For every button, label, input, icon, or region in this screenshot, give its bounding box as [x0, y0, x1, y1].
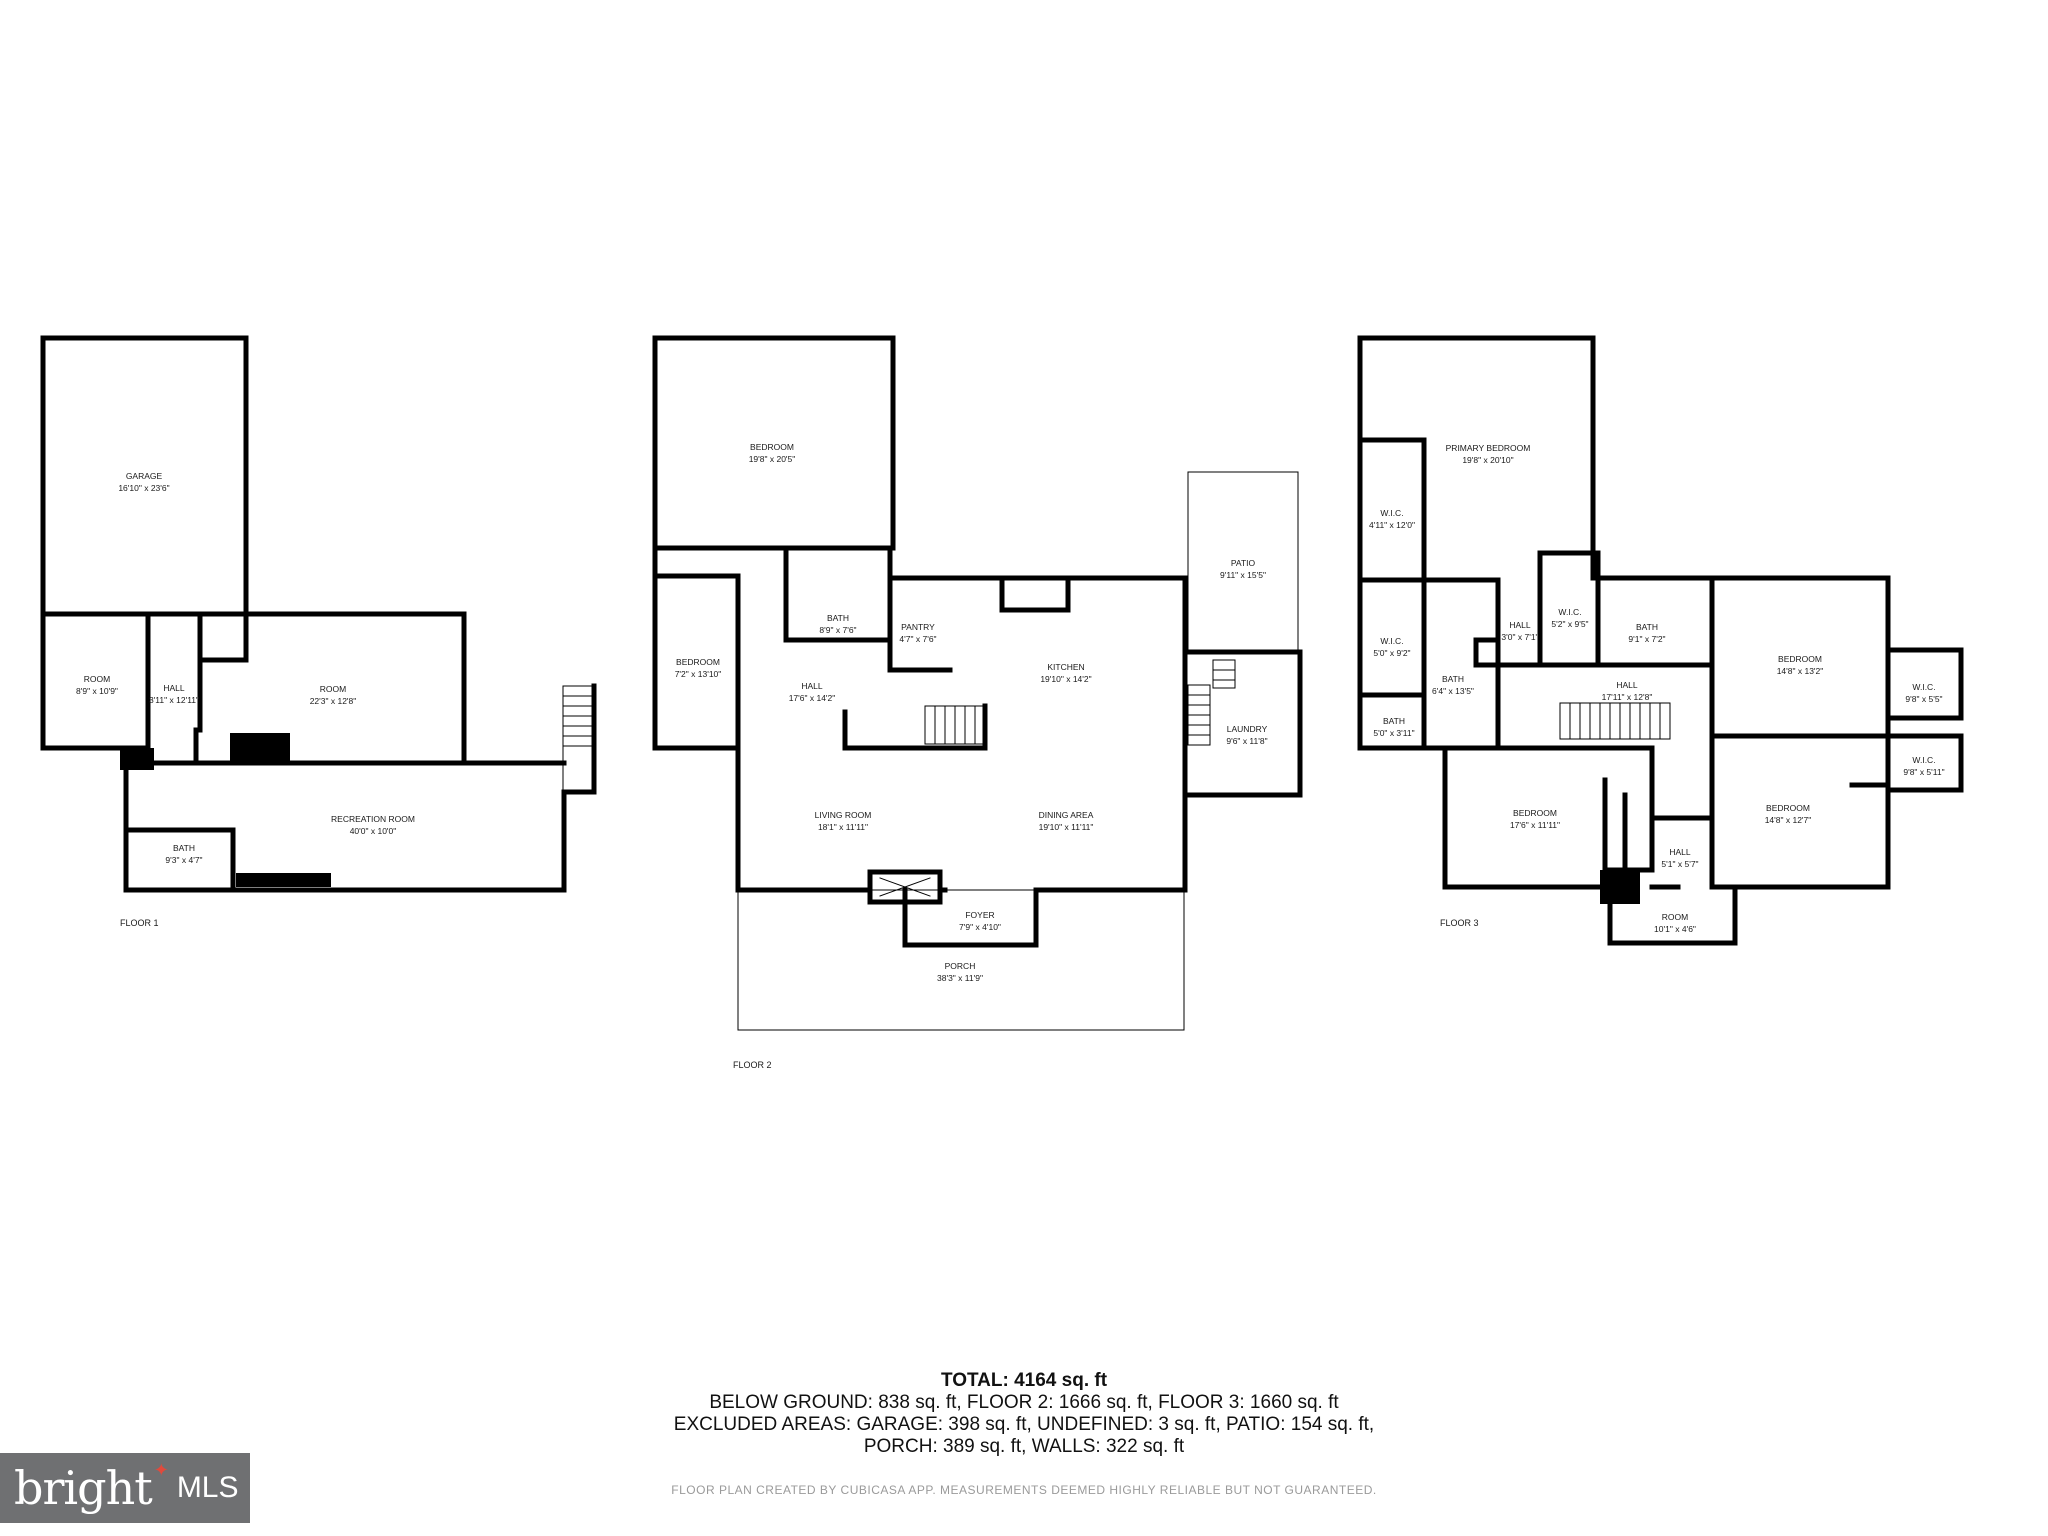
- room-dims: 9'3" x 4'7": [165, 855, 202, 865]
- area-totals: TOTAL: 4164 sq. ft BELOW GROUND: 838 sq.…: [574, 1370, 1474, 1458]
- excluded-areas-cont: PORCH: 389 sq. ft, WALLS: 322 sq. ft: [863, 1436, 1185, 1457]
- room-label: BATH: [827, 613, 849, 623]
- room-dims: 16'10" x 23'6": [118, 483, 169, 493]
- star-icon: ✦: [153, 1459, 169, 1480]
- room-label: W.I.C.: [1912, 755, 1935, 765]
- room-label: PORCH: [945, 961, 976, 971]
- room-dims: 22'3" x 12'8": [310, 696, 357, 706]
- floor-3-fills: [1600, 870, 1640, 904]
- room-dims: 40'0" x 10'0": [350, 826, 397, 836]
- room-dims: 17'6" x 14'2": [789, 693, 836, 703]
- floor-2-labels: BEDROOM 19'8" x 20'5" BEDROOM 7'2" x 13'…: [675, 442, 1268, 1070]
- total-area: TOTAL: 4164 sq. ft: [940, 1370, 1108, 1391]
- logo-brand: bright: [14, 1461, 153, 1515]
- room-dims: 19'10" x 11'11": [1039, 822, 1094, 832]
- room-label: W.I.C.: [1558, 607, 1581, 617]
- room-dims: 14'8" x 13'2": [1777, 666, 1824, 676]
- floor-1-walls: [40, 335, 597, 893]
- room-label: HALL: [163, 683, 185, 693]
- room-dims: 9'8" x 5'5": [1905, 694, 1942, 704]
- room-dims: 17'11" x 12'8": [1602, 692, 1653, 702]
- room-label: PRIMARY BEDROOM: [1446, 443, 1531, 453]
- room-dims: 19'10" x 14'2": [1040, 674, 1091, 684]
- room-dims: 8'9" x 10'9": [76, 686, 118, 696]
- room-label: HALL: [801, 681, 823, 691]
- room-dims: 9'8" x 5'11": [1903, 767, 1944, 777]
- room-dims: 4'11" x 12'0": [1369, 520, 1415, 530]
- room-dims: 3'11" x 12'11": [149, 695, 199, 705]
- room-dims: 9'11" x 15'5": [1220, 570, 1266, 580]
- room-label: W.I.C.: [1912, 682, 1935, 692]
- room-label: W.I.C.: [1380, 508, 1403, 518]
- logo-suffix: MLS: [176, 1471, 239, 1504]
- floor-2-stairs: [924, 659, 1236, 746]
- room-label: BEDROOM: [676, 657, 720, 667]
- room-dims: 9'6" x 11'8": [1226, 736, 1267, 746]
- room-label: ROOM: [84, 674, 110, 684]
- room-label: LIVING ROOM: [815, 810, 872, 820]
- floor-3-walls: [1357, 335, 1964, 946]
- room-dims: 38'3" x 11'9": [937, 973, 983, 983]
- room-dims: 3'0" x 7'1": [1501, 632, 1538, 642]
- room-label: PATIO: [1231, 558, 1256, 568]
- room-label: HALL: [1509, 620, 1531, 630]
- excluded-areas: EXCLUDED AREAS: GARAGE: 398 sq. ft, UNDE…: [673, 1414, 1375, 1435]
- room-dims: 9'1" x 7'2": [1628, 634, 1665, 644]
- room-label: BATH: [173, 843, 195, 853]
- floor-3-labels: PRIMARY BEDROOM 19'8" x 20'10" W.I.C. 4'…: [1369, 443, 1945, 934]
- room-dims: 10'1" x 4'6": [1654, 924, 1696, 934]
- room-label: BEDROOM: [1778, 654, 1822, 664]
- room-dims: 5'1" x 5'7": [1661, 859, 1698, 869]
- disclaimer: FLOOR PLAN CREATED BY CUBICASA APP. MEAS…: [671, 1483, 1377, 1497]
- room-label: BATH: [1383, 716, 1405, 726]
- floor-3-stairs: [1559, 702, 1671, 740]
- room-dims: 5'2" x 9'5": [1551, 619, 1588, 629]
- room-label: BATH: [1636, 622, 1658, 632]
- room-label: W.I.C.: [1380, 636, 1403, 646]
- floor-1-stairs: [562, 685, 595, 793]
- room-label: RECREATION ROOM: [331, 814, 415, 824]
- floor-label: FLOOR 2: [733, 1060, 772, 1070]
- room-label: BEDROOM: [1513, 808, 1557, 818]
- room-label: GARAGE: [126, 471, 163, 481]
- room-label: HALL: [1669, 847, 1691, 857]
- room-dims: 18'1" x 11'11": [818, 822, 868, 832]
- room-label: KITCHEN: [1047, 662, 1084, 672]
- room-dims: 5'0" x 9'2": [1373, 648, 1410, 658]
- room-label: ROOM: [1662, 912, 1688, 922]
- room-dims: 8'9" x 7'6": [819, 625, 856, 635]
- room-dims: 14'8" x 12'7": [1765, 815, 1812, 825]
- room-dims: 17'6" x 11'11": [1510, 820, 1560, 830]
- floor-1-labels: GARAGE 16'10" x 23'6" ROOM 8'9" x 10'9" …: [76, 471, 415, 928]
- room-label: FOYER: [965, 910, 994, 920]
- room-dims: 7'9" x 4'10": [959, 922, 1001, 932]
- room-label: BEDROOM: [1766, 803, 1810, 813]
- room-dims: 19'8" x 20'10": [1462, 455, 1513, 465]
- floor-label: FLOOR 3: [1440, 918, 1479, 928]
- floor-label: FLOOR 1: [120, 918, 159, 928]
- room-label: HALL: [1616, 680, 1638, 690]
- room-label: PANTRY: [901, 622, 935, 632]
- floor-2-walls: [652, 335, 1303, 948]
- room-dims: 5'0" x 3'11": [1373, 728, 1414, 738]
- bright-mls-logo: bright ✦ MLS: [0, 1453, 250, 1523]
- room-dims: 4'7" x 7'6": [899, 634, 936, 644]
- room-dims: 7'2" x 13'10": [675, 669, 722, 679]
- room-label: ROOM: [320, 684, 346, 694]
- floor-1-fills: [120, 733, 331, 887]
- room-label: BATH: [1442, 674, 1464, 684]
- room-label: LAUNDRY: [1227, 724, 1268, 734]
- room-dims: 6'4" x 13'5": [1432, 686, 1474, 696]
- area-breakdown: BELOW GROUND: 838 sq. ft, FLOOR 2: 1666 …: [709, 1392, 1339, 1413]
- room-dims: 19'8" x 20'5": [749, 454, 796, 464]
- floor-2-patio-porch: [737, 471, 1299, 1031]
- room-label: BEDROOM: [750, 442, 794, 452]
- room-label: DINING AREA: [1039, 810, 1094, 820]
